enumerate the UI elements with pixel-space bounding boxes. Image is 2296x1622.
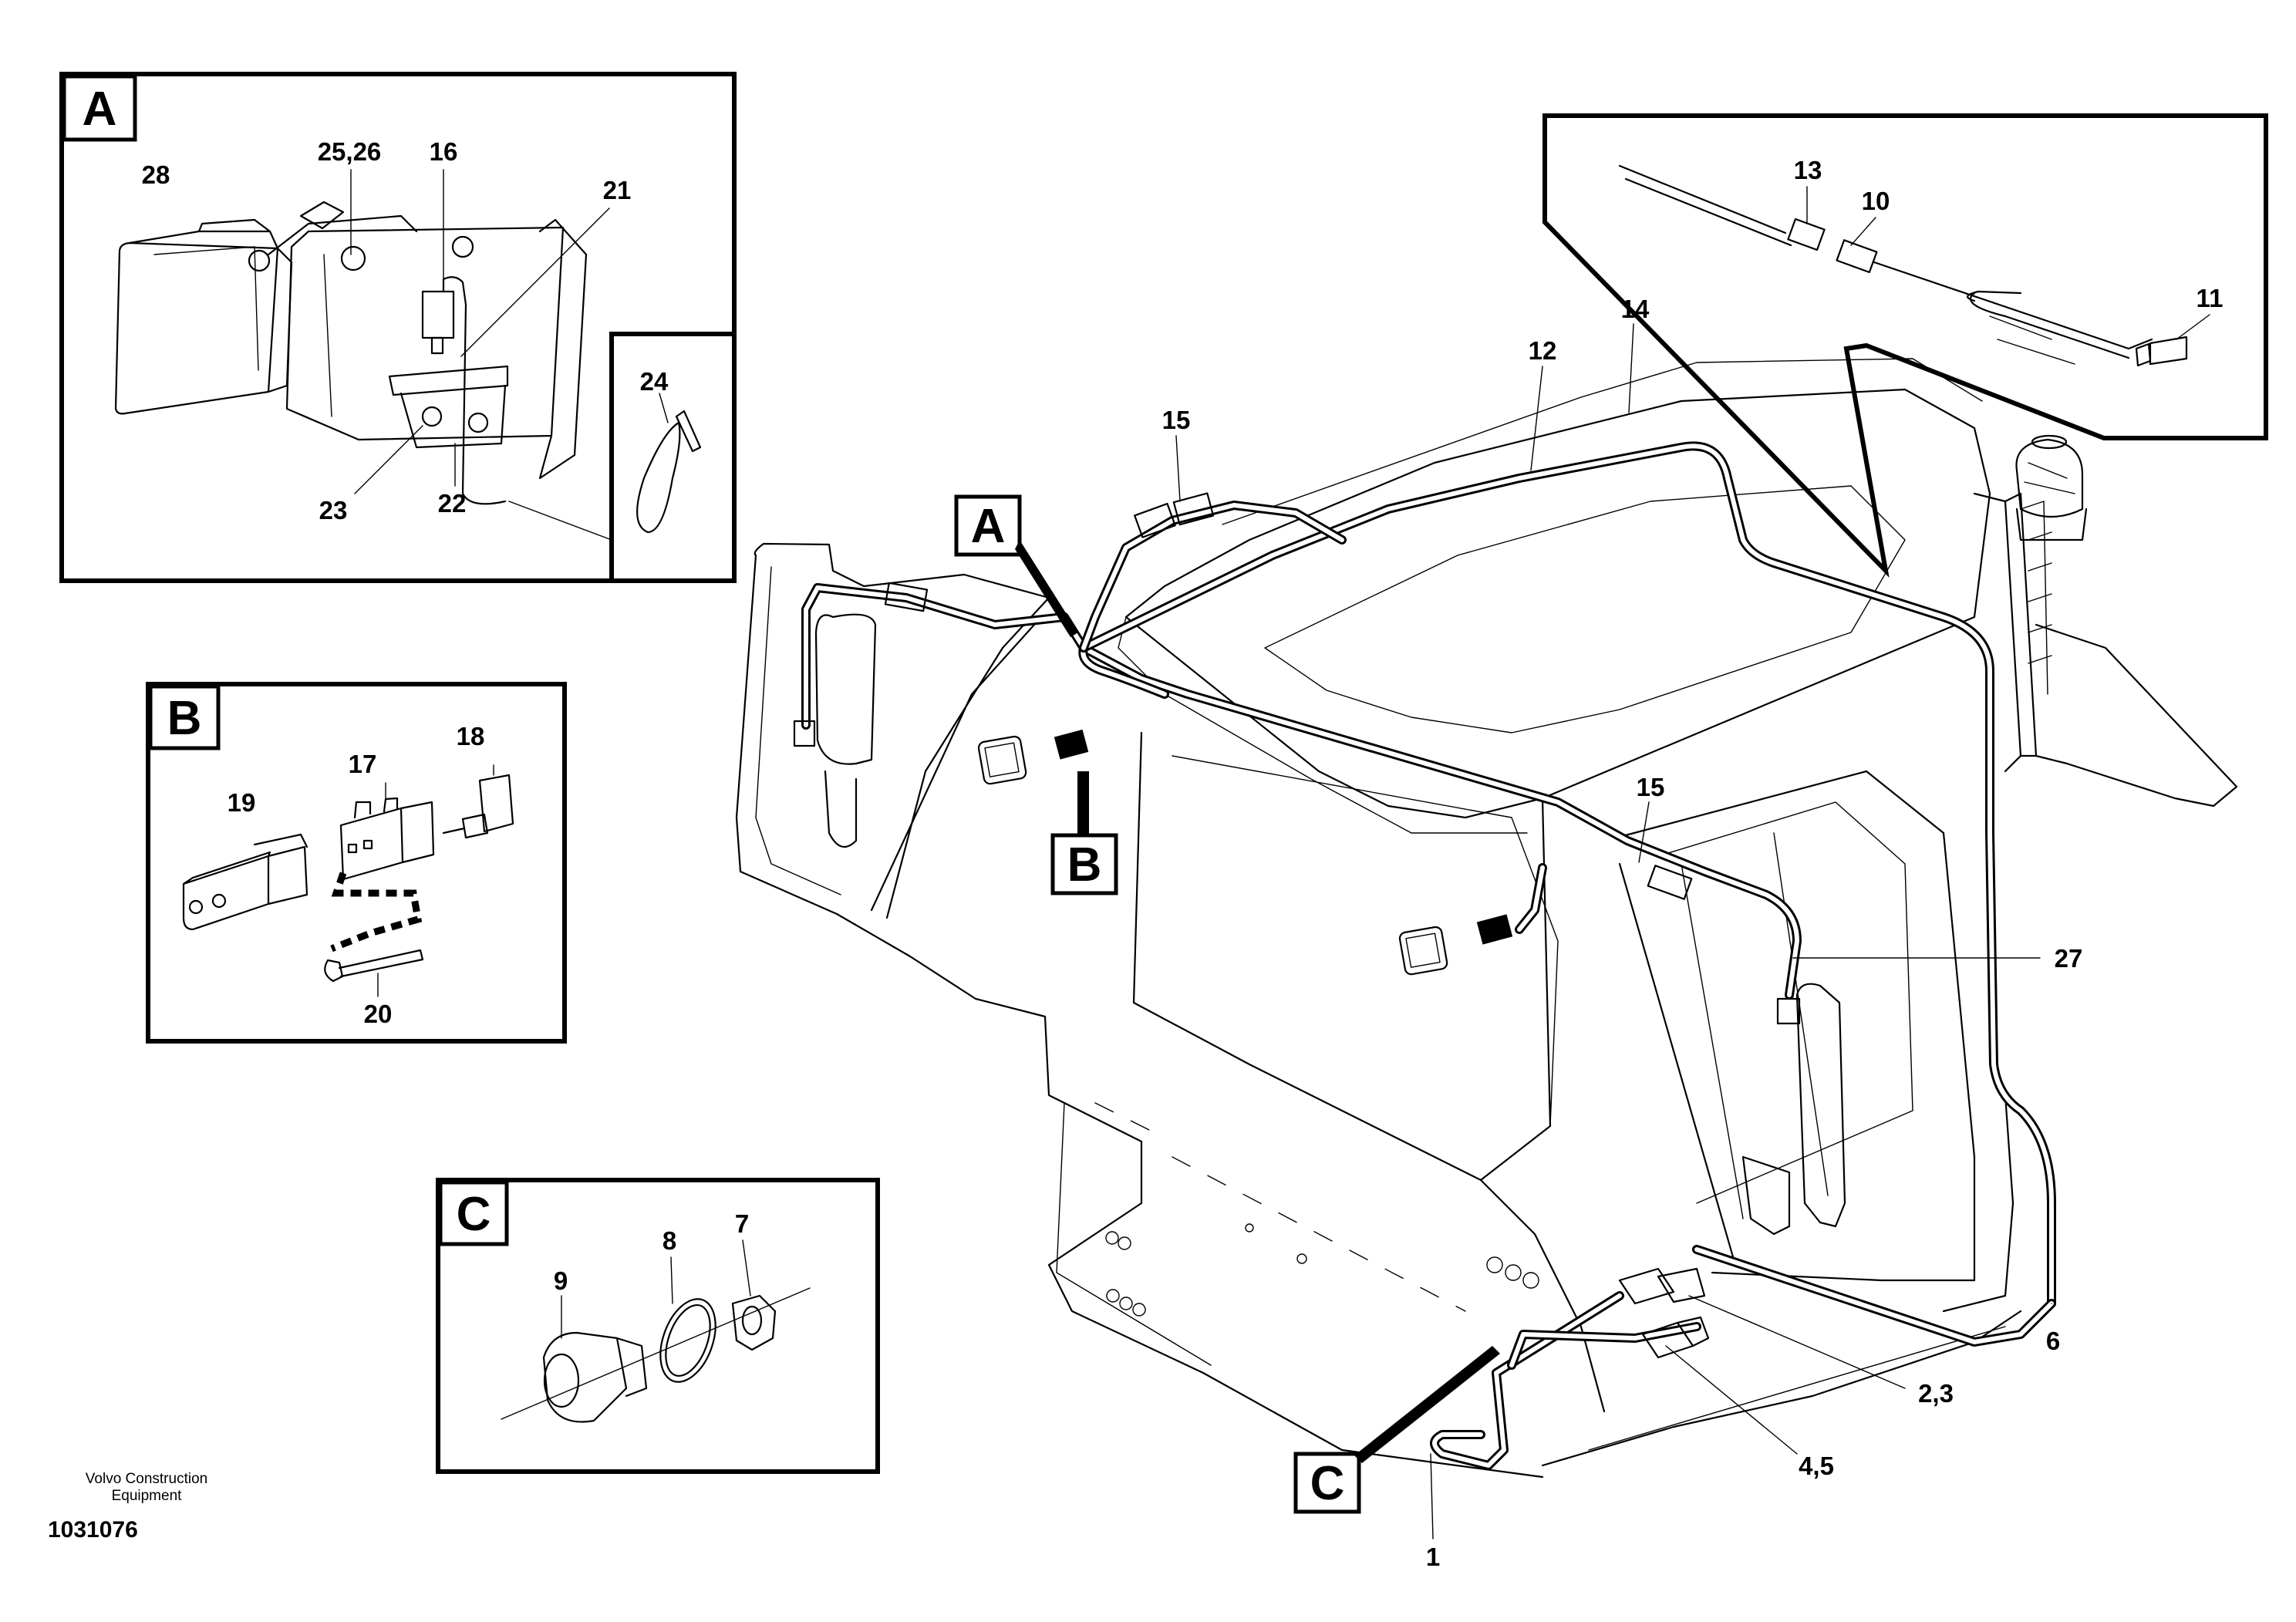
label-9: 9: [554, 1266, 568, 1295]
detail-a: A: [59, 72, 737, 583]
footer: Volvo Construction Equipment 1031076: [31, 1471, 262, 1543]
callout-a: A: [954, 494, 1078, 637]
rotating-beacon: [2015, 434, 2088, 541]
o-ring-8: [659, 1298, 716, 1383]
detail-a-inset-frame: [609, 332, 737, 583]
label-8: 8: [663, 1226, 676, 1255]
label-14: 14: [1621, 295, 1650, 323]
detail-a-tag-box: [62, 74, 137, 142]
detail-c-frame: [436, 1178, 880, 1474]
bracket-18: [442, 774, 514, 839]
label-13: 13: [1794, 156, 1822, 184]
label-20: 20: [364, 1000, 393, 1028]
work-light-side: [1398, 914, 1513, 976]
label-2-3: 2,3: [1918, 1379, 1954, 1408]
label-19: 19: [228, 788, 256, 817]
label-15-top: 15: [1162, 406, 1191, 434]
work-lamp: [114, 214, 418, 415]
callout-b-box: [1050, 833, 1118, 895]
document-number: 1031076: [48, 1517, 138, 1543]
label-18: 18: [457, 722, 485, 750]
label-4-5: 4,5: [1799, 1452, 1834, 1480]
connector-19: [182, 833, 308, 931]
detail-c-tag-box: [438, 1180, 509, 1246]
relay-and-wire: [388, 276, 509, 505]
label-21: 21: [603, 176, 632, 204]
detail-b-tag: B: [167, 692, 202, 745]
label-28: 28: [142, 160, 170, 189]
callout-a-box: [954, 494, 1022, 557]
callout-b: B: [1050, 771, 1118, 895]
relay-holder-17: [339, 797, 435, 881]
cable-harness: [793, 441, 2056, 1470]
callout-c-text: C: [1310, 1457, 1345, 1510]
nut-7: [731, 1294, 777, 1351]
label-22: 22: [438, 489, 467, 518]
main-leaders: [1175, 323, 2052, 1539]
label-6: 6: [2046, 1327, 2060, 1355]
label-23: 23: [319, 496, 348, 524]
cable-tie: [636, 410, 702, 534]
screw-20: [324, 949, 424, 983]
label-7: 7: [735, 1209, 749, 1238]
brand-line-1: Volvo Construction: [85, 1471, 208, 1487]
label-16: 16: [430, 137, 458, 166]
callout-b-text: B: [1067, 838, 1102, 892]
callout-a-text: A: [971, 500, 1006, 553]
mounting-bracket: [285, 201, 588, 480]
brand-line-2: Equipment: [111, 1488, 182, 1504]
detail-c-tag: C: [457, 1188, 491, 1241]
label-25-26: 25,26: [318, 137, 382, 166]
label-11: 11: [2197, 284, 2224, 312]
cable-gland-9: [542, 1331, 648, 1423]
detail-b-tag-box: [148, 684, 221, 750]
label-10: 10: [1862, 187, 1890, 215]
top-inset-frame: [1542, 113, 2268, 578]
label-17: 17: [349, 750, 377, 778]
label-24: 24: [640, 367, 669, 396]
detail-c: C 9 8 7: [436, 1178, 880, 1474]
label-15-side: 15: [1637, 773, 1665, 801]
cab-structure: [735, 358, 2238, 1479]
label-12: 12: [1529, 336, 1557, 365]
detail-b: B 19 1: [146, 682, 567, 1044]
work-light-front: [977, 729, 1089, 785]
top-inset: 13 10 11: [1542, 113, 2268, 578]
callout-c: C: [1293, 1346, 1500, 1514]
detail-a-leaders: [350, 169, 669, 541]
dashed-wire: [330, 872, 423, 953]
callout-c-box: [1293, 1452, 1361, 1514]
detail-a-tag: A: [83, 83, 117, 136]
label-1: 1: [1426, 1543, 1440, 1571]
label-27: 27: [2055, 944, 2083, 973]
